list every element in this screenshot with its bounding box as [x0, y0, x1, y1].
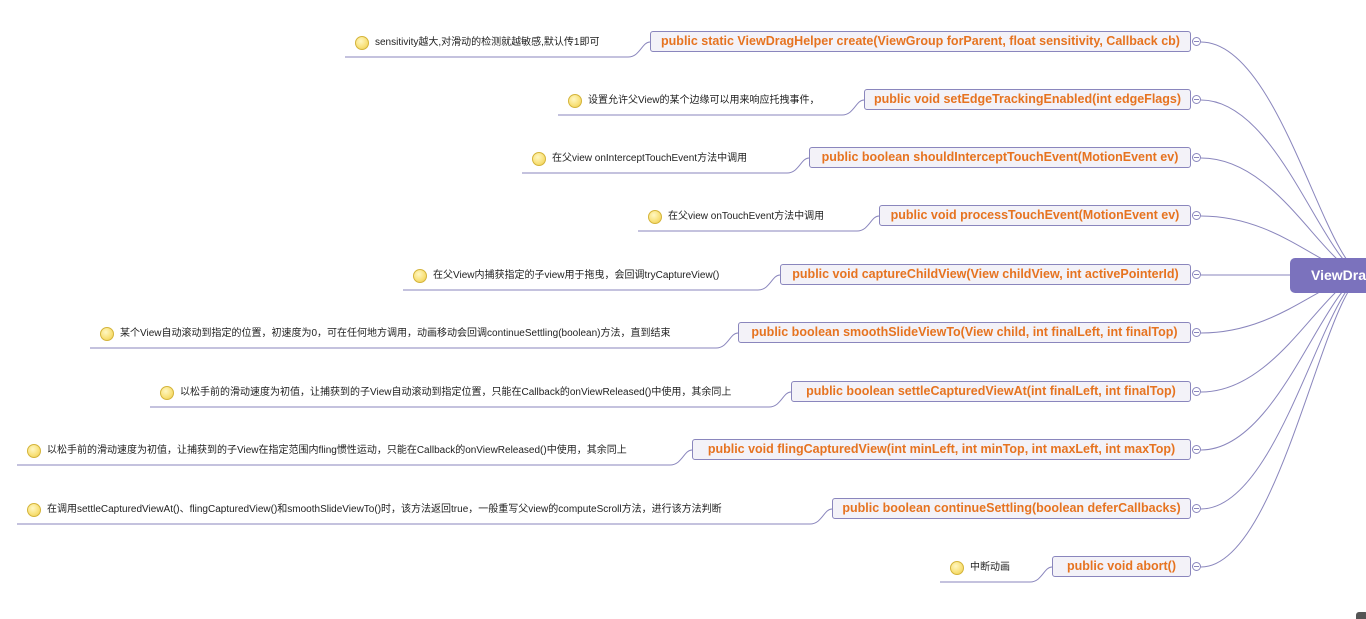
note-text-continue-settling[interactable]: 在调用settleCapturedViewAt()、flingCapturedV… [47, 504, 722, 515]
collapse-minus-icon[interactable] [1192, 95, 1201, 104]
note-text-abort[interactable]: 中断动画 [970, 562, 1010, 573]
note-text-create[interactable]: sensitivity越大,对滑动的检测就越敏感,默认传1即可 [375, 37, 600, 48]
scroll-corner-handle[interactable] [1356, 612, 1366, 619]
collapse-minus-icon[interactable] [1192, 37, 1201, 46]
collapse-minus-icon[interactable] [1192, 387, 1201, 396]
note-text-settle-captured-view-at[interactable]: 以松手前的滑动速度为初值，让捕获到的子View自动滚动到指定位置，只能在Call… [180, 387, 732, 398]
root-connector-line [1200, 274, 1366, 510]
collapse-minus-icon[interactable] [1192, 211, 1201, 220]
method-node-should-intercept-touch-event[interactable]: public boolean shouldInterceptTouchEvent… [809, 147, 1191, 168]
note-text-should-intercept-touch-event[interactable]: 在父view onInterceptTouchEvent方法中调用 [552, 153, 748, 164]
method-node-set-edge-tracking-enabled[interactable]: public void setEdgeTrackingEnabled(int e… [864, 89, 1191, 110]
note-text-fling-captured-view[interactable]: 以松手前的滑动速度为初值，让捕获到的子View在指定范围内fling惯性运动，只… [47, 445, 627, 456]
root-connector-line [1200, 274, 1366, 568]
collapse-minus-icon[interactable] [1192, 562, 1201, 571]
note-bulb-icon [355, 36, 369, 50]
note-bulb-icon [568, 94, 582, 108]
note-bulb-icon [648, 210, 662, 224]
collapse-minus-icon[interactable] [1192, 445, 1201, 454]
note-bulb-icon [160, 386, 174, 400]
method-node-create[interactable]: public static ViewDragHelper create(View… [650, 31, 1191, 52]
note-bulb-icon [950, 561, 964, 575]
method-node-smooth-slide-view-to[interactable]: public boolean smoothSlideViewTo(View ch… [738, 322, 1191, 343]
collapse-minus-icon[interactable] [1192, 153, 1201, 162]
root-node[interactable]: ViewDrag [1290, 258, 1366, 293]
collapse-minus-icon[interactable] [1192, 328, 1201, 337]
root-connector-line [1200, 274, 1366, 451]
note-text-process-touch-event[interactable]: 在父view onTouchEvent方法中调用 [668, 211, 825, 222]
root-connector-line [1200, 99, 1366, 276]
note-bulb-icon [413, 269, 427, 283]
note-bulb-icon [100, 327, 114, 341]
method-node-fling-captured-view[interactable]: public void flingCapturedView(int minLef… [692, 439, 1191, 460]
method-node-settle-captured-view-at[interactable]: public boolean settleCapturedViewAt(int … [791, 381, 1191, 402]
method-node-abort[interactable]: public void abort() [1052, 556, 1191, 577]
note-bulb-icon [27, 444, 41, 458]
note-bulb-icon [27, 503, 41, 517]
method-node-process-touch-event[interactable]: public void processTouchEvent(MotionEven… [879, 205, 1191, 226]
note-text-smooth-slide-view-to[interactable]: 某个View自动滚动到指定的位置，初速度为0，可在任何地方调用，动画移动会回调c… [120, 328, 671, 339]
note-bulb-icon [532, 152, 546, 166]
method-node-capture-child-view[interactable]: public void captureChildView(View childV… [780, 264, 1191, 285]
note-text-capture-child-view[interactable]: 在父View内捕获指定的子view用于拖曳，会回调tryCaptureView(… [433, 270, 720, 281]
note-text-set-edge-tracking-enabled[interactable]: 设置允许父View的某个边缘可以用来响应托拽事件， [588, 95, 820, 106]
method-node-continue-settling[interactable]: public boolean continueSettling(boolean … [832, 498, 1191, 519]
collapse-minus-icon[interactable] [1192, 504, 1201, 513]
root-connector-line [1200, 41, 1366, 276]
collapse-minus-icon[interactable] [1192, 270, 1201, 279]
